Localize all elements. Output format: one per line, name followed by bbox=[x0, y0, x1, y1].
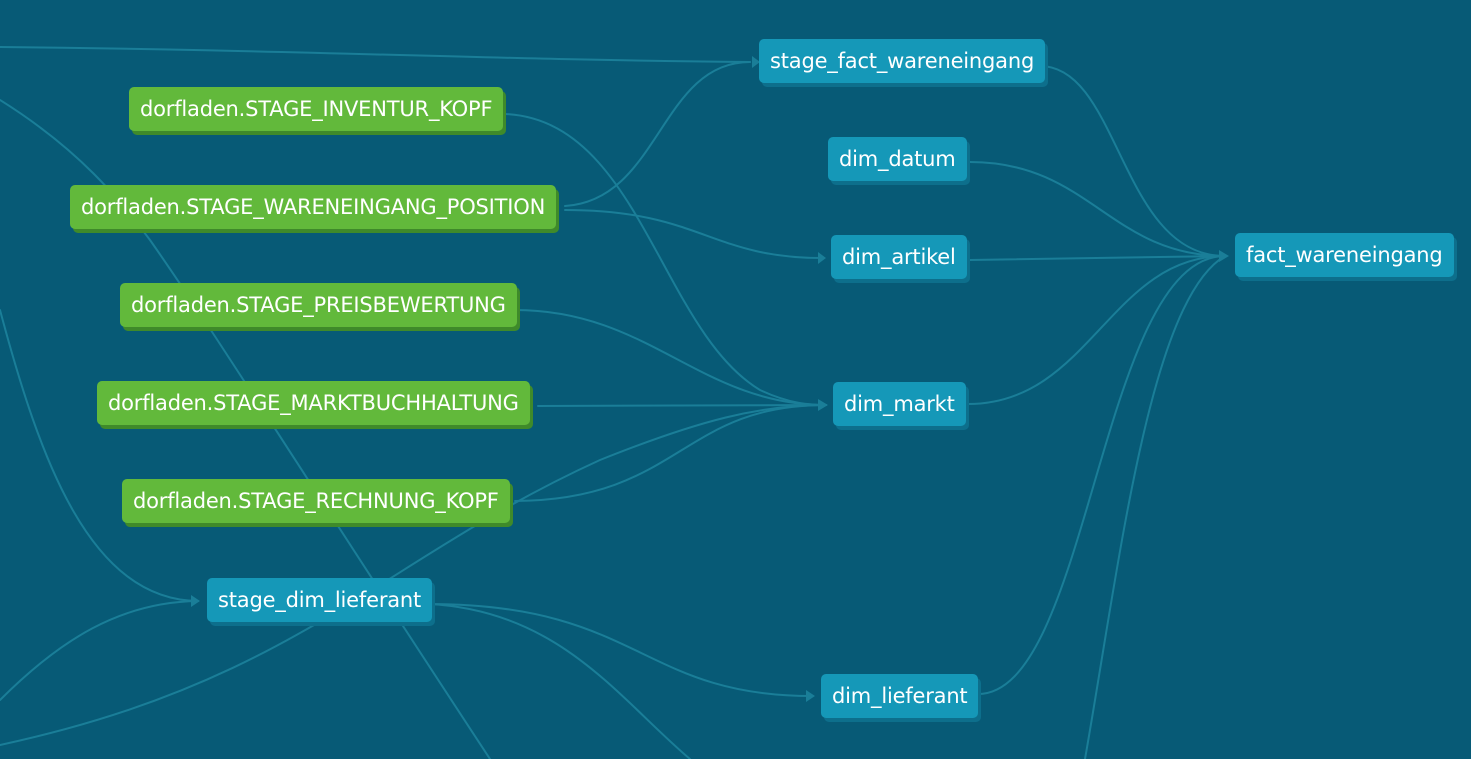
edge-stage-dim-lieferant-to-dim-lieferant bbox=[427, 603, 813, 697]
arrowhead-dim-lieferant bbox=[806, 690, 815, 702]
arrowhead-stage-fact-wareneingang bbox=[752, 56, 760, 68]
node-fact-wareneingang[interactable]: fact_wareneingang bbox=[1235, 233, 1454, 277]
node-stage-dim-lieferant[interactable]: stage_dim_lieferant bbox=[207, 578, 433, 622]
edge-offscreen-to-stage-dim-lieferant bbox=[0, 309, 199, 602]
arrowhead-fact-wareneingang bbox=[1219, 250, 1229, 262]
edge-stage-dim-lieferant-offscreen bbox=[427, 603, 691, 759]
edge-stage-marktbuchhaltung-to-dim-markt bbox=[537, 404, 827, 407]
node-stage-marktbuchhaltung[interactable]: dorfladen.STAGE_MARKTBUCHHALTUNG bbox=[97, 381, 530, 425]
edge-dim-artikel-to-fact-wareneingang bbox=[969, 255, 1226, 261]
node-stage-fact-wareneingang[interactable]: stage_fact_wareneingang bbox=[759, 39, 1046, 83]
edge-stage-wareneingang-position-to-dim-artikel bbox=[564, 209, 823, 259]
edge-dim-lieferant-to-fact-wareneingang bbox=[977, 255, 1226, 695]
node-stage-inventur-kopf[interactable]: dorfladen.STAGE_INVENTUR_KOPF bbox=[129, 87, 504, 131]
edge-stage-wareneingang-position-to-stage-fact-wareneingang bbox=[564, 61, 751, 207]
node-dim-markt[interactable]: dim_markt bbox=[833, 382, 966, 426]
edge-stage-fact-wareneingang-to-fact-wareneingang bbox=[1039, 65, 1226, 257]
edge-dim-markt-to-fact-wareneingang bbox=[967, 255, 1226, 405]
arrowhead-stage-dim-lieferant bbox=[191, 595, 200, 607]
node-dim-artikel[interactable]: dim_artikel bbox=[831, 235, 967, 279]
edge-offscreen-to-fact-wareneingang bbox=[1084, 255, 1226, 759]
node-dim-lieferant[interactable]: dim_lieferant bbox=[821, 674, 979, 718]
edge-dim-datum-to-fact-wareneingang bbox=[969, 161, 1226, 257]
node-stage-preisbewertung[interactable]: dorfladen.STAGE_PREISBEWERTUNG bbox=[120, 283, 517, 327]
edge-stage-inventur-kopf-to-dim-markt bbox=[504, 113, 827, 406]
arrowhead-dim-artikel bbox=[818, 252, 826, 264]
node-stage-rechnung-kopf[interactable]: dorfladen.STAGE_RECHNUNG_KOPF bbox=[122, 479, 510, 523]
arrowhead-dim-markt bbox=[818, 399, 828, 411]
edge-stage-preisbewertung-to-dim-markt bbox=[514, 309, 827, 406]
edge-offscreen-to-stage-dim-lieferant-2 bbox=[0, 600, 199, 701]
edge-offscreen-to-stage-fact-wareneingang bbox=[0, 46, 751, 63]
edge-stage-rechnung-kopf-to-dim-markt bbox=[514, 404, 827, 502]
edge-offscreen-long-curve bbox=[0, 404, 827, 746]
node-stage-wareneingang-position[interactable]: dorfladen.STAGE_WARENEINGANG_POSITION bbox=[70, 185, 557, 229]
node-dim-datum[interactable]: dim_datum bbox=[828, 137, 967, 181]
